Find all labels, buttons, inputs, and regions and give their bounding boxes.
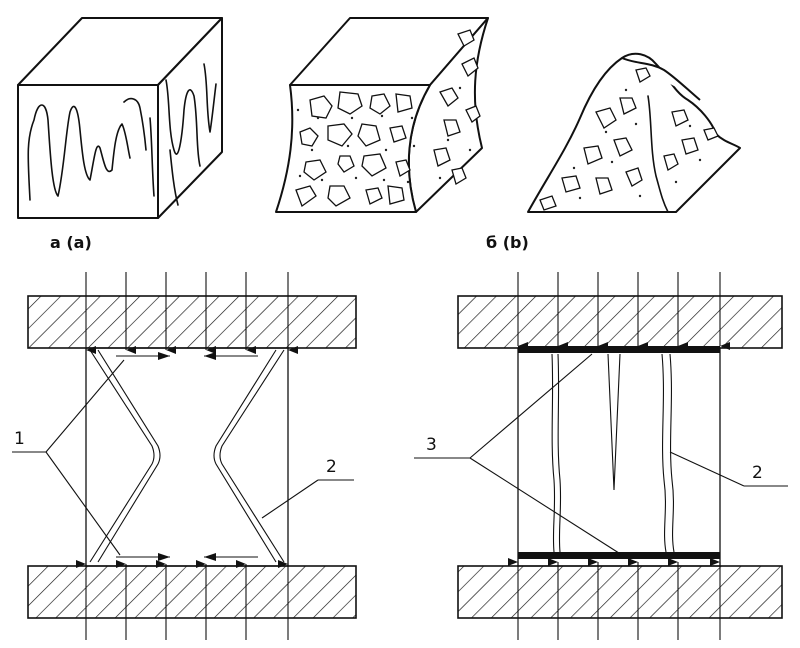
callout-2-left-label: 2 [326, 457, 337, 477]
load-arrows-bottom [76, 560, 289, 640]
callout-3-label: 3 [426, 435, 437, 455]
cone-fracture-lines [89, 349, 285, 563]
fragment-aggregates [539, 67, 719, 211]
vertical-crack-lines [27, 63, 217, 206]
vertical-split-cracks [551, 353, 675, 553]
cube-crushed-icon [275, 17, 489, 213]
cube-cracked-icon [17, 17, 223, 219]
callout-2-right-leader [669, 451, 788, 487]
lubricant-layer-bottom [518, 552, 720, 559]
sand-dots [296, 86, 472, 184]
friction-arrows [116, 352, 258, 561]
callout-2-right-label: 2 [752, 463, 763, 483]
load-arrows-top [85, 272, 298, 354]
lubricant-layer-top [518, 346, 720, 353]
callout-1-label: 1 [14, 429, 25, 449]
top-platen-right [457, 295, 783, 349]
bottom-platen-right [457, 565, 783, 619]
callout-2-left-leader [261, 479, 354, 519]
load-arrows-bottom-right [508, 558, 721, 640]
aggregate-particles [295, 29, 481, 208]
compression-test-lubricated-icon [414, 272, 788, 640]
callout-3-leaders [414, 353, 623, 556]
callout-1-leaders [12, 359, 125, 556]
broken-fragment-icon [527, 52, 741, 213]
load-arrows-top-right [517, 272, 730, 350]
label-a: а (a) [50, 233, 92, 252]
top-platen [27, 295, 357, 349]
bottom-platen [27, 565, 357, 619]
label-b: б (b) [486, 233, 529, 252]
specimen-outline [85, 347, 289, 567]
compression-test-friction-icon [12, 272, 357, 640]
fragment-sand-dots [572, 88, 702, 200]
